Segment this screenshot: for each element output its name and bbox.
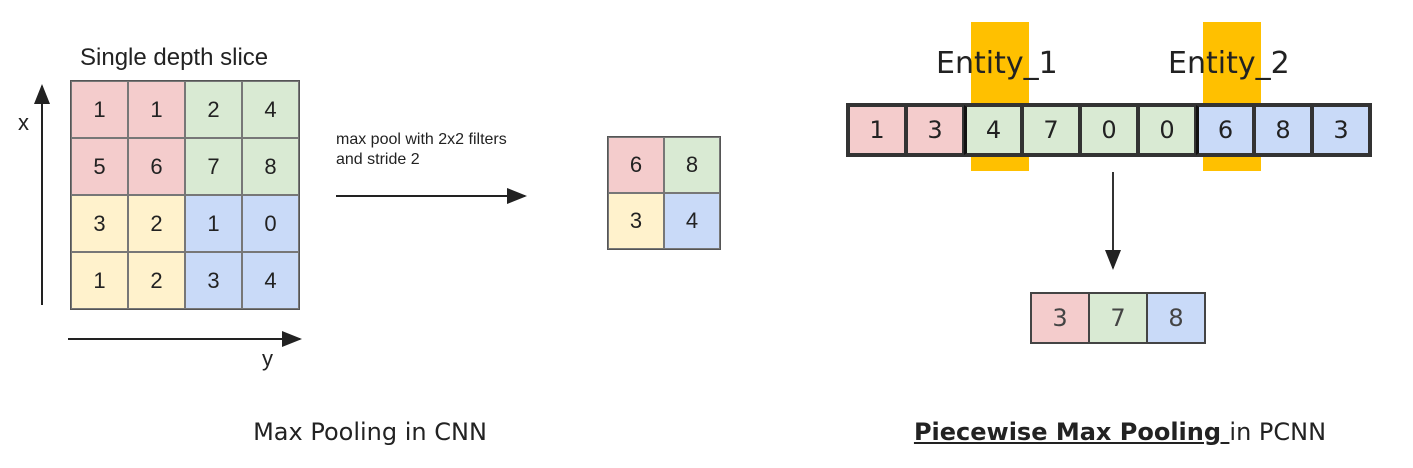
sequence-cell: 3: [906, 105, 964, 155]
sequence-cell: 7: [1022, 105, 1080, 155]
input-cell: 1: [128, 81, 185, 138]
input-cell: 3: [185, 252, 242, 309]
sequence-cell: 0: [1080, 105, 1138, 155]
pooled-cell: 4: [664, 193, 720, 249]
sequence-cell: 6: [1196, 105, 1254, 155]
input-cell: 6: [128, 138, 185, 195]
pooled-cell: 6: [608, 137, 664, 193]
input-cell: 4: [242, 81, 299, 138]
sequence-cell: 1: [848, 105, 906, 155]
pcnn-caption: Piecewise Max Pooling in PCNN: [840, 418, 1400, 446]
input-cell: 1: [71, 81, 128, 138]
y-axis-label: y: [262, 346, 273, 371]
input-cell: 8: [242, 138, 299, 195]
input-cell: 2: [128, 195, 185, 252]
entity-2-label: Entity_2: [1168, 46, 1290, 81]
sequence-cell: 0: [1138, 105, 1196, 155]
pcnn-caption-bold: Piecewise Max Pooling: [913, 418, 1230, 446]
sequence-cell: 3: [1312, 105, 1370, 155]
input-cell: 7: [185, 138, 242, 195]
pcnn-caption-rest: in PCNN: [1229, 418, 1327, 446]
input-cell: 1: [71, 252, 128, 309]
input-cell: 5: [71, 138, 128, 195]
x-axis-label: x: [18, 110, 29, 135]
slice-title: Single depth slice: [80, 44, 269, 71]
output-cell: 8: [1147, 293, 1205, 343]
cnn-caption: Max Pooling in CNN: [253, 418, 487, 446]
input-cell: 4: [242, 252, 299, 309]
pooled-cell: 3: [608, 193, 664, 249]
output-cell: 7: [1089, 293, 1147, 343]
pool-caption: max pool with 2x2 filters and stride 2: [336, 131, 507, 168]
pooled-cell: 8: [664, 137, 720, 193]
entity-1-label: Entity_1: [936, 46, 1058, 81]
input-cell: 3: [71, 195, 128, 252]
input-cell: 1: [185, 195, 242, 252]
sequence-cell: 8: [1254, 105, 1312, 155]
sequence-cell: 4: [964, 105, 1022, 155]
input-cell: 2: [128, 252, 185, 309]
input-cell: 2: [185, 81, 242, 138]
input-cell: 0: [242, 195, 299, 252]
output-cell: 3: [1031, 293, 1089, 343]
